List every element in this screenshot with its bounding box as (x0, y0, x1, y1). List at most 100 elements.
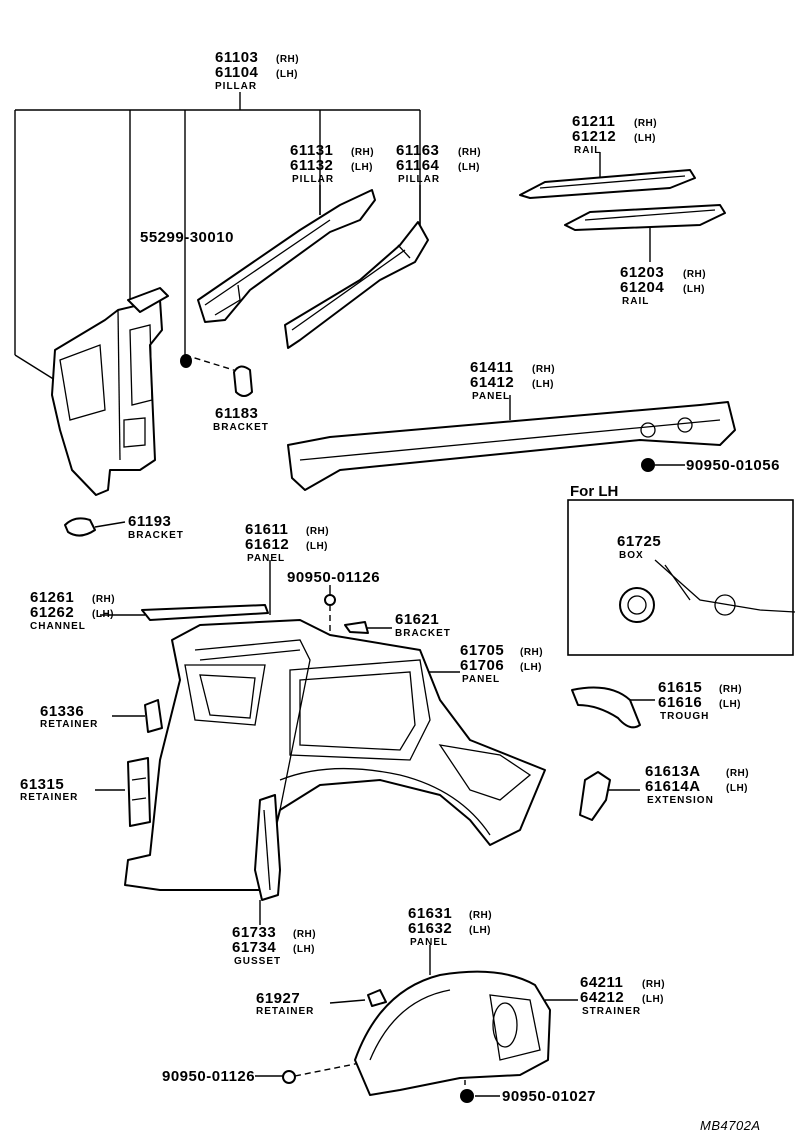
side-label: (LH) (92, 609, 114, 620)
part-number: 61103 (215, 49, 258, 66)
side-label: (LH) (469, 925, 491, 936)
part-number: 61611 (245, 521, 288, 538)
part-number: 61631 (408, 905, 452, 922)
part-number: 61725 (617, 533, 661, 550)
part-number: 61411 (470, 359, 513, 376)
part-number: 61616 (658, 694, 702, 711)
part-number: 61193 (128, 513, 171, 530)
part-number: 90950-01126 (287, 569, 380, 586)
callout-61927: 61927 RETAINER (256, 990, 313, 1017)
callout-90950-01056: 90950-01056 (686, 457, 780, 474)
side-label: (RH) (719, 684, 742, 695)
part-number: 61612 (245, 536, 289, 553)
plug-90950-01126-lower-part (282, 1070, 296, 1084)
side-label: (RH) (293, 929, 316, 940)
part-number: 61132 (290, 157, 333, 174)
part-name: BOX (619, 550, 644, 561)
panel-61411-part (287, 401, 736, 491)
part-number: 61163 (396, 142, 439, 159)
inset-for-lh (567, 499, 796, 656)
part-number: 64212 (580, 989, 624, 1006)
part-name: PANEL (462, 674, 500, 685)
part-name: PILLAR (215, 81, 257, 92)
plug-90950-01056-part (641, 458, 655, 472)
part-number: 61261 (30, 589, 74, 606)
callout-61315: 61315 RETAINER (20, 776, 78, 803)
side-label: (LH) (719, 699, 741, 710)
part-number: 90950-01056 (686, 457, 780, 474)
part-name: EXTENSION (647, 795, 714, 806)
part-number: 61614A (645, 778, 701, 795)
side-label: (RH) (306, 526, 329, 537)
part-name: RAIL (622, 296, 649, 307)
part-number: 61336 (40, 703, 84, 720)
part-number: 61315 (20, 776, 64, 793)
callout-61163: 61163 (RH) 61164 (LH) PILLAR (396, 142, 481, 185)
wheelhouse-61631-part (354, 970, 551, 1096)
retainer-61336-part (144, 699, 163, 733)
part-name: RETAINER (20, 792, 78, 803)
part-name: STRAINER (582, 1006, 641, 1017)
callout-61183: 61183 BRACKET (213, 405, 269, 433)
part-name: PANEL (410, 937, 448, 948)
part-name: RETAINER (40, 719, 98, 730)
pillar-61103-part (51, 287, 169, 496)
side-label: (RH) (683, 269, 706, 280)
callout-61103: 61103 (RH) 61104 (LH) PILLAR (215, 49, 299, 92)
callout-61631: 61631 (RH) 61632 (LH) PANEL (408, 905, 492, 948)
rail-61211-part (519, 169, 696, 199)
side-label: (RH) (520, 647, 543, 658)
side-label: (RH) (634, 118, 657, 129)
clip-55299-part (180, 354, 192, 368)
callout-texts: 61103 (RH) 61104 (LH) PILLAR 61131 (RH) … (20, 49, 780, 1133)
part-number: 61204 (620, 279, 664, 296)
inset-title: For LH (570, 483, 618, 500)
part-number: 61262 (30, 604, 74, 621)
part-number: 64211 (580, 974, 623, 991)
callout-55299: 55299-30010 (140, 229, 233, 246)
channel-61261-part (141, 604, 269, 621)
part-number: 61183 (215, 405, 258, 422)
callout-61615: 61615 (RH) 61616 (LH) TROUGH (658, 679, 742, 722)
callout-90950-01126-upper: 90950-01126 (287, 569, 380, 586)
callout-61725: 61725 BOX (617, 533, 661, 561)
extension-61613a-part (579, 771, 611, 821)
part-number: 61412 (470, 374, 514, 391)
side-label: (RH) (351, 147, 374, 158)
side-label: (RH) (726, 768, 749, 779)
side-label: (LH) (726, 783, 748, 794)
side-label: (LH) (683, 284, 705, 295)
part-name: BRACKET (213, 422, 269, 433)
part-number: 61203 (620, 264, 664, 281)
side-label: (LH) (634, 133, 656, 144)
bracket-61183-part (233, 365, 253, 397)
plug-90950-01027-part (460, 1089, 474, 1103)
part-name: RAIL (574, 145, 601, 156)
callout-90950-01027: 90950-01027 (502, 1088, 595, 1105)
retainer-61927-part (367, 989, 387, 1007)
part-name: GUSSET (234, 956, 281, 967)
side-label: (LH) (642, 994, 664, 1005)
pillar-61131-part (197, 189, 376, 323)
part-number: 61615 (658, 679, 702, 696)
callout-61261: 61261 (RH) 61262 (LH) CHANNEL (30, 589, 115, 632)
callout-61336: 61336 RETAINER (40, 703, 98, 730)
callout-61733: 61733 (RH) 61734 (LH) GUSSET (232, 924, 316, 967)
part-number: 61927 (256, 990, 300, 1007)
side-label: (RH) (642, 979, 665, 990)
callout-61131: 61131 (RH) 61132 (LH) PILLAR (290, 142, 374, 185)
side-label: (LH) (520, 662, 542, 673)
part-number: 61621 (395, 611, 439, 628)
plug-90950-01126-upper-part (324, 594, 336, 606)
part-number: 61613A (645, 763, 701, 780)
part-number: 61705 (460, 642, 504, 659)
pillar-61163-part (284, 221, 429, 349)
side-label: (LH) (276, 69, 298, 80)
part-number: 61734 (232, 939, 276, 956)
part-name: PILLAR (292, 174, 334, 185)
side-label: (RH) (469, 910, 492, 921)
side-label: (LH) (532, 379, 554, 390)
callout-61193: 61193 BRACKET (128, 513, 183, 541)
part-name: PANEL (472, 391, 510, 402)
